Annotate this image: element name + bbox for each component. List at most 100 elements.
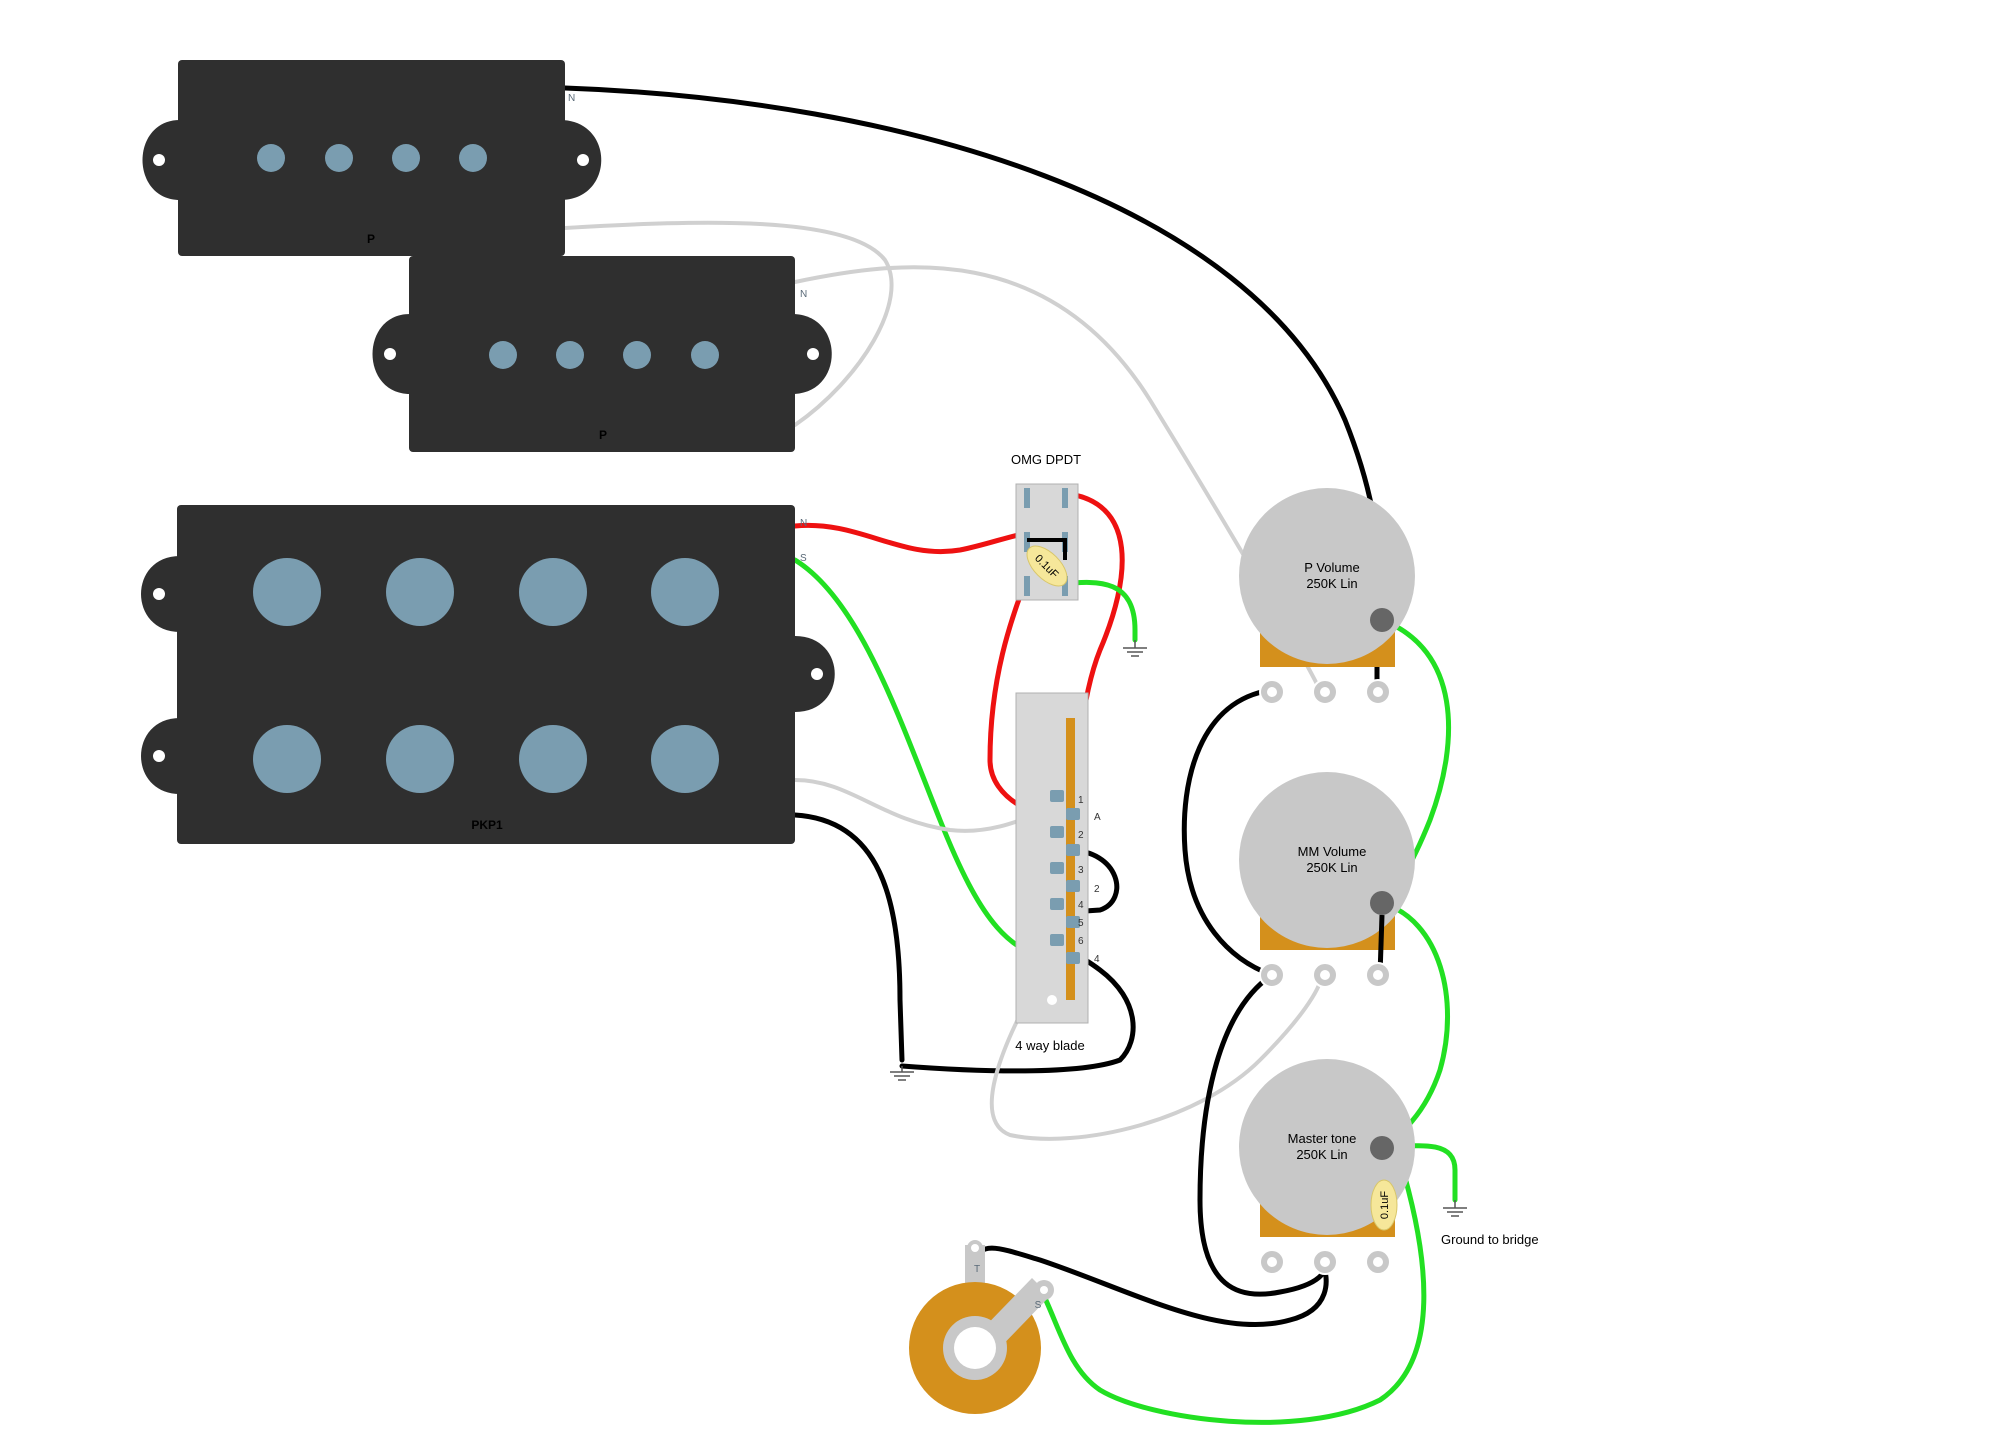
mounting-hole [384,348,396,360]
pole-piece [392,144,420,172]
blade-lug [1050,790,1064,802]
blade-lug [1066,952,1080,964]
capacitor-icon [1026,545,1068,587]
pkp1-pickup: PKP1 N S [141,505,835,844]
p-pickup-top-label: P [367,232,375,246]
pole-piece [623,341,651,369]
p-pickup-top: P N [142,60,602,256]
p-pickup-top-n-terminal: N [568,93,575,104]
p-pickup-bottom-n-terminal: N [800,289,807,300]
dpdt-capacitor: 0.1uF [1026,545,1068,587]
pole-piece [556,341,584,369]
pot-mm-volume-value: 250K Lin [1306,860,1357,875]
pot-lug-hole [1267,970,1277,980]
blade-lug [1066,880,1080,892]
wire-black-pvol-mmvol [1181,687,1275,978]
pole-piece [257,144,285,172]
p-pickup-top-body [178,60,565,256]
blade-lug [1050,898,1064,910]
wire-black-pkp1-gnd [792,812,905,1063]
blade-terminal-label: 6 [1078,936,1084,947]
pot-solder-point [1370,1136,1394,1160]
pole-piece [459,144,487,172]
dpdt-lug [1062,576,1068,596]
blade-terminal-label: 1 [1078,795,1084,806]
blade-mount-hole [1047,995,1057,1005]
wire-white-pbot-n [793,265,1322,692]
pkp1-body [177,505,795,844]
wire-white-blade-mmvol [989,943,1324,1141]
pkp1-label: PKP1 [471,818,503,832]
blade-label: 4 way blade [1015,1038,1084,1053]
pot-lug-hole [1320,970,1330,980]
pot-lug-hole [1267,687,1277,697]
pot-lug-hole [1267,1257,1277,1267]
pole-piece [691,341,719,369]
blade-body [1015,692,1089,1024]
wire-black-jack-tone [972,1245,1329,1328]
p-pickup-bottom-body [409,256,795,452]
pot-master-tone: Master tone 250K Lin 0.1uF [1239,1059,1415,1275]
capacitor-icon [1370,1179,1398,1231]
wire-white-ptop-s [563,220,894,427]
pot-lug-hole [1373,1257,1383,1267]
mounting-hole [153,588,165,600]
blade-strip [1066,718,1075,1000]
pole-piece [651,558,719,626]
jack-lug-hole [971,1244,979,1252]
mounting-hole [153,154,165,166]
pot-solder-point [1370,891,1394,915]
blade-lug [1050,826,1064,838]
pot-mm-volume: MM Volume 250K Lin [1239,772,1415,988]
blade-terminal-label: 5 [1078,918,1084,929]
pole-piece [325,144,353,172]
mounting-hole [811,668,823,680]
p-pickup-bottom: P N [372,256,832,452]
pot-lug-hole [1373,687,1383,697]
dpdt-label: OMG DPDT [1011,452,1081,467]
pole-piece [253,725,321,793]
blade-terminal-label: A [1094,812,1101,823]
pot-lug-hole [1320,1257,1330,1267]
tone-cap-label: 0.1uF [1379,1191,1391,1219]
wire-black-mmvol-tone [1197,972,1328,1297]
jack-terminal-label: T [974,1264,980,1275]
mounting-hole [153,750,165,762]
pot-lug-hole [1320,687,1330,697]
wires [562,85,1458,1425]
ground-symbol-bridge [1443,1200,1467,1217]
dpdt-lug [1062,488,1068,508]
pot-solder-point [1370,608,1394,632]
pole-piece [651,725,719,793]
blade-terminal-label: 2 [1078,830,1084,841]
wire-green-tone-jack [1041,1157,1427,1425]
pole-piece [489,341,517,369]
jack-terminal-label: S [1035,1300,1042,1311]
blade-lug [1050,934,1064,946]
blade-terminal-label: 4 [1094,954,1100,965]
pot-p-volume-value: 250K Lin [1306,576,1357,591]
jack-socket [954,1327,996,1369]
tone-capacitor: 0.1uF [1370,1179,1398,1231]
blade-lug [1066,844,1080,856]
blade-terminal-label: 4 [1078,900,1084,911]
ground-to-bridge-label: Ground to bridge [1441,1232,1539,1247]
blade-lug [1050,862,1064,874]
jack-lug-hole [1040,1286,1048,1294]
pot-p-volume: P Volume 250K Lin [1239,488,1415,705]
pole-piece [519,725,587,793]
ground-symbol-dpdt [1123,640,1147,657]
pot-mm-volume-name: MM Volume [1298,844,1367,859]
output-jack: T S [909,1240,1054,1414]
pot-body [1239,1059,1415,1235]
mounting-hole [577,154,589,166]
pole-piece [386,558,454,626]
dpdt-lug [1024,488,1030,508]
pot-p-volume-name: P Volume [1304,560,1359,575]
dpdt-switch: OMG DPDT 0.1uF [1011,452,1081,601]
pot-master-tone-name: Master tone [1288,1131,1357,1146]
dpdt-jumper [1027,538,1067,560]
blade-lug [1066,808,1080,820]
blade-switch: 1 2 3 4 5 6 A 2 4 4 way blade [1015,692,1101,1053]
